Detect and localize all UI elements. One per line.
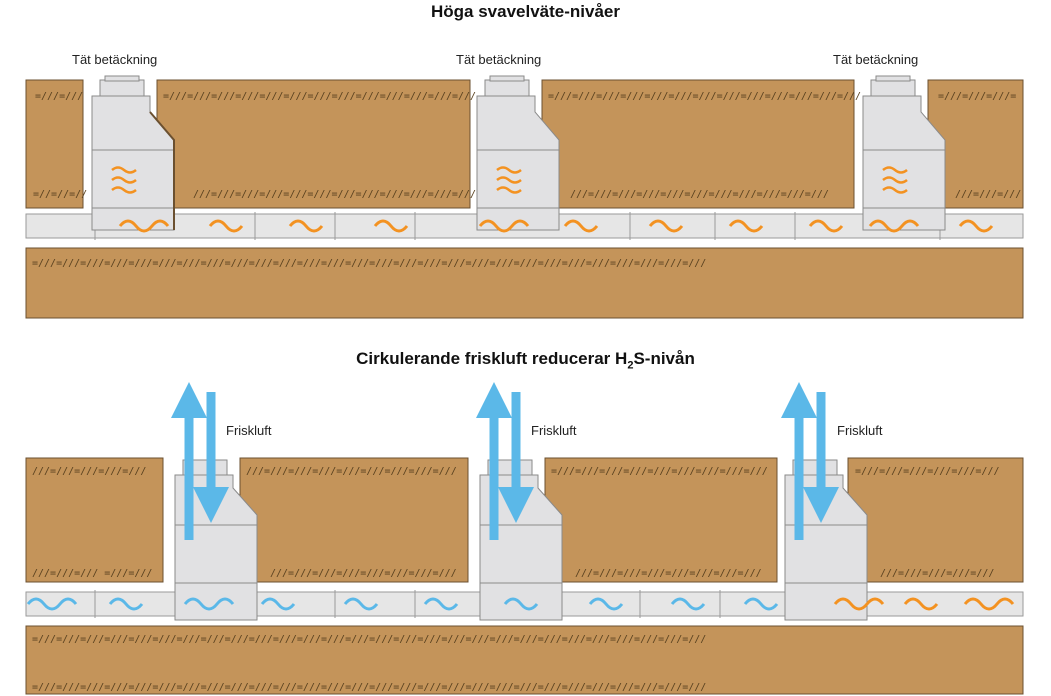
svg-text:=///=///=///=///=///=///=///=/: =///=///=///=///=///=///=///=///=/// xyxy=(551,466,768,477)
fresh-air-label-1: Friskluft xyxy=(226,423,272,438)
manhole-well-2 xyxy=(476,75,560,231)
svg-text:=///=///=///=///=///=///=///=/: =///=///=///=///=///=///=///=///=///=///… xyxy=(548,91,861,102)
fresh-air-label-3: Friskluft xyxy=(837,423,883,438)
top-panel: =///=/// =//=//=// =///=///=///=///=///=… xyxy=(25,75,1024,319)
svg-text:///=///=/// =///=///: ///=///=/// =///=/// xyxy=(32,568,152,579)
cover-label-3: Tät betäckning xyxy=(833,52,919,67)
manhole-well-1 xyxy=(91,75,175,231)
svg-text:=///=///=///=///=///=///=///=/: =///=///=///=///=///=///=///=///=///=///… xyxy=(163,91,476,102)
svg-text:///=///=///=///=///=///=///=//: ///=///=///=///=///=///=///=///=///=///=… xyxy=(570,189,829,200)
svg-text:=///=///=///=///=///=///=///=/: =///=///=///=///=///=///=///=///=///=///… xyxy=(32,258,706,269)
svg-text:///=///=///=///=///=///=///=//: ///=///=///=///=///=///=///=///=///=///=… xyxy=(193,189,476,200)
svg-text:=///=///=///=///=///=///=///=/: =///=///=///=///=///=///=///=///=///=///… xyxy=(32,682,706,693)
fresh-air-label-2: Friskluft xyxy=(531,423,577,438)
gas-odor-icon xyxy=(882,166,908,194)
bottom-panel: ///=///=///=///=/// ///=///=/// =///=///… xyxy=(25,382,1024,695)
soil-block xyxy=(541,79,855,209)
svg-text:=///=///=///=///=///=///: =///=///=///=///=///=/// xyxy=(855,466,1000,477)
gas-wave-icon xyxy=(833,597,1015,611)
soil-block xyxy=(25,79,84,209)
gas-odor-icon xyxy=(111,166,137,194)
cover-label-2: Tät betäckning xyxy=(456,52,542,67)
svg-text:///=///=///: ///=///=/// xyxy=(955,189,1021,200)
soil-block xyxy=(847,457,1024,583)
top-panel-title: Höga svavelväte-nivåer xyxy=(431,2,620,21)
svg-text:///=///=///=///=///=///=///=//: ///=///=///=///=///=///=///=///=/// xyxy=(246,466,457,477)
soil-bed xyxy=(25,625,1024,695)
svg-text:=///=///: =///=/// xyxy=(35,91,83,102)
soil-bed xyxy=(25,247,1024,319)
svg-text:///=///=///=///=///=///=///=//: ///=///=///=///=///=///=///=/// xyxy=(270,568,457,579)
svg-text:=///=///=///=///=///=///=///=/: =///=///=///=///=///=///=///=///=///=///… xyxy=(32,634,706,645)
svg-text:=//=//=//: =//=//=// xyxy=(33,189,87,200)
cover-label-1: Tät betäckning xyxy=(72,52,158,67)
soil-block xyxy=(239,457,469,583)
svg-text:///=///=///=///=///=///=///=//: ///=///=///=///=///=///=///=/// xyxy=(575,568,762,579)
soil-block xyxy=(25,457,164,583)
manhole-well-3 xyxy=(862,75,946,231)
svg-text:///=///=///=///=///: ///=///=///=///=/// xyxy=(32,466,146,477)
bottom-panel-title: Cirkulerande friskluft reducerar H2S-niv… xyxy=(356,349,695,372)
soil-block xyxy=(544,457,778,583)
svg-text:///=///=///=///=///: ///=///=///=///=/// xyxy=(880,568,994,579)
fresh-air-arrow-icons xyxy=(171,382,839,540)
gas-wave-icon xyxy=(118,219,994,233)
svg-text:=///=///=///=: =///=///=///= xyxy=(938,91,1016,102)
fresh-air-wave-icon xyxy=(26,597,779,611)
gas-odor-icon xyxy=(496,166,522,194)
